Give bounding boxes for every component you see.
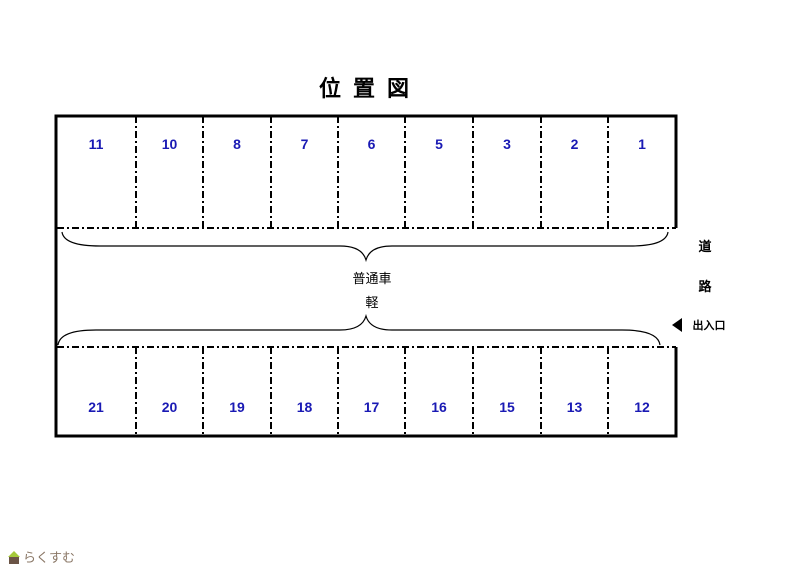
lot-boundary-wall (54, 114, 678, 438)
parking-stall-number: 13 (567, 399, 583, 415)
parking-stall-number: 7 (301, 136, 309, 152)
parking-stall-number: 1 (638, 136, 646, 152)
parking-stall-number: 8 (233, 136, 241, 152)
regular-car-label: 普通車 (352, 272, 391, 287)
kei-car-label: 軽 (365, 296, 378, 311)
top-brace (61, 231, 669, 263)
parking-stall-number: 16 (431, 399, 447, 415)
house-icon (8, 550, 20, 564)
parking-stall-number: 2 (571, 136, 579, 152)
brand-logo: らくすむ (8, 547, 75, 566)
top-row-stalls: 11 10 8 7 6 5 3 2 1 (89, 136, 647, 152)
parking-stall-number: 6 (368, 136, 376, 152)
parking-stall-number: 19 (229, 399, 245, 415)
bottom-brace (57, 313, 661, 346)
diagram-title: 位置図 (319, 76, 421, 102)
parking-stall-number: 11 (89, 136, 104, 152)
parking-stall-number: 18 (297, 399, 313, 415)
stall-dividers (135, 116, 609, 436)
entrance-arrow-icon (672, 318, 682, 332)
parking-stall-number: 12 (634, 399, 650, 415)
road-label-2: 路 (698, 279, 712, 295)
parking-stall-number: 3 (503, 136, 511, 152)
parking-stall-number: 10 (162, 136, 178, 152)
parking-stall-number: 20 (162, 399, 178, 415)
bottom-row-stalls: 21 20 19 18 17 16 15 13 12 (88, 399, 650, 415)
brand-logo-text: らくすむ (23, 551, 76, 566)
parking-stall-number: 17 (364, 399, 380, 415)
parking-stall-number: 5 (435, 136, 443, 152)
road-label-1: 道 (698, 239, 711, 255)
parking-stall-number: 21 (88, 399, 104, 415)
entrance-label: 出入口 (693, 318, 726, 332)
parking-stall-number: 15 (499, 399, 515, 415)
